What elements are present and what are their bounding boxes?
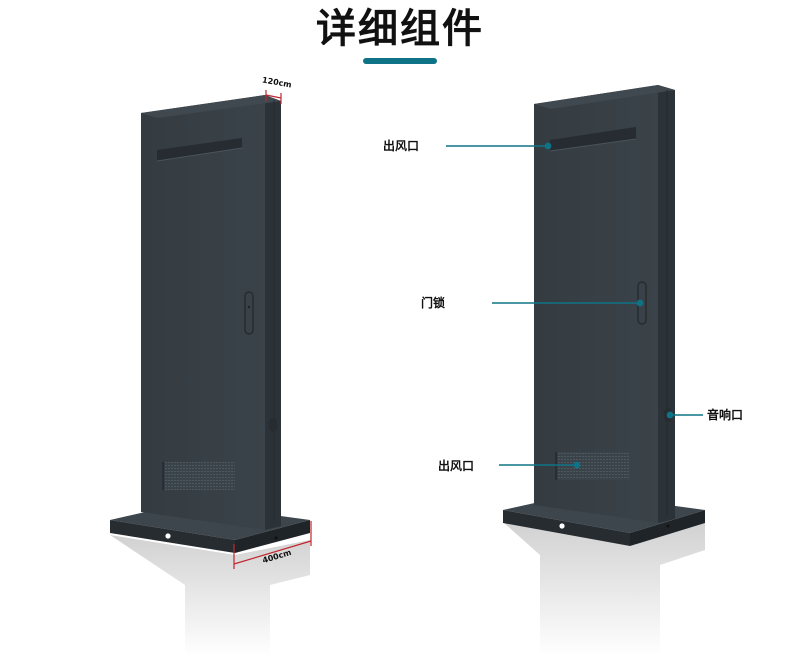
page-title: 详细组件: [316, 6, 484, 52]
title-underline: [363, 58, 437, 64]
callout-top-vent: 出风口: [383, 139, 420, 153]
callout-audio-port: 音响口: [707, 408, 744, 422]
depth-dimension: [265, 90, 282, 104]
kiosk-right: [503, 85, 705, 656]
width-dimension: [233, 521, 312, 569]
kiosk-left: [110, 90, 312, 656]
callout-bottom-vent: 出风口: [438, 459, 475, 473]
callout-door-lock: 门锁: [421, 296, 446, 310]
